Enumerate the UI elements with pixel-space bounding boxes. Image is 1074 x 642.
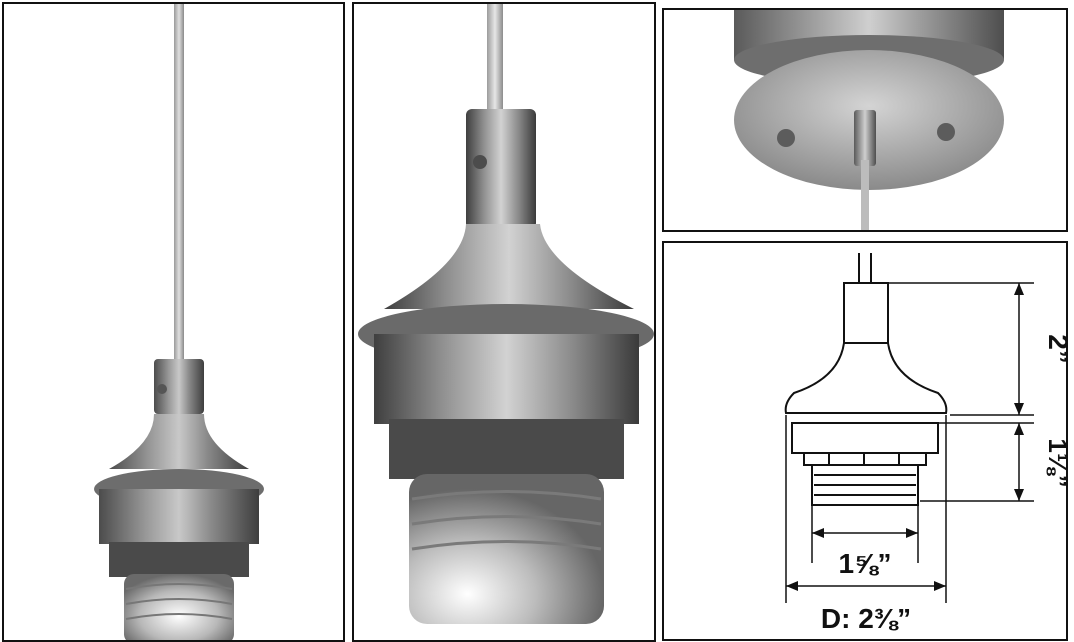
diameter-label: D: 2⅜”: [821, 603, 911, 634]
pendant-full-image: [94, 4, 264, 640]
height-top-label: 2”: [1043, 334, 1068, 364]
socket-closeup-image: [358, 4, 654, 624]
dimension-diagram-panel: 2” 1⅛” 1⅝” D: 2⅜”: [662, 241, 1068, 641]
height-socket-label: 1⅛”: [1043, 438, 1068, 487]
canopy-image: [734, 10, 1004, 230]
socket-closeup-panel: [352, 2, 656, 642]
dimension-diagram: 2” 1⅛” 1⅝” D: 2⅜”: [784, 253, 1068, 634]
thread-width-label: 1⅝”: [839, 548, 892, 579]
pendant-full-view-panel: [2, 2, 345, 642]
canopy-panel: [662, 8, 1068, 232]
